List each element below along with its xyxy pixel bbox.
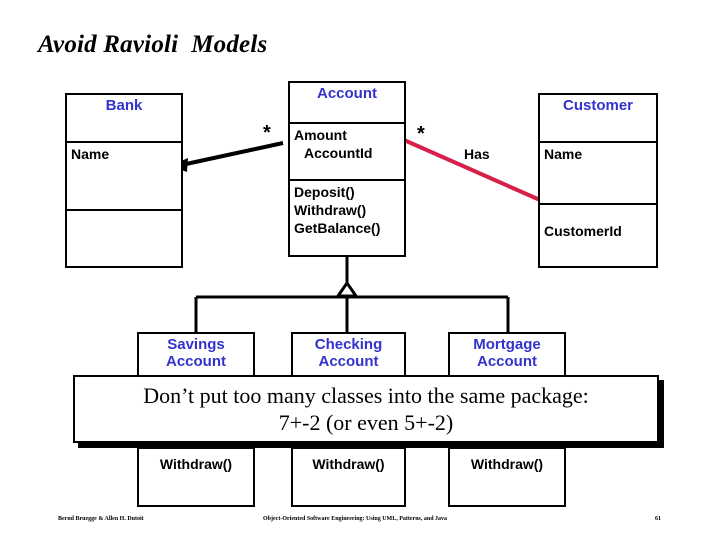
uml-class-bank-attributes: Name: [67, 143, 181, 211]
uml-attribute: Name: [71, 146, 110, 162]
uml-class-customer-operations: CustomerId: [540, 205, 656, 266]
uml-class-account-name: Account: [317, 85, 377, 102]
uml-class-mortgage-account-name-line2: Account: [477, 353, 537, 370]
uml-operation: GetBalance(): [294, 220, 381, 236]
callout-line-1: Don’t put too many classes into the same…: [143, 383, 589, 408]
uml-operation: Withdraw(): [159, 456, 233, 472]
uml-class-mortgage-account-operations: Withdraw(): [450, 449, 564, 505]
uml-class-checking-account-operations: Withdraw(): [293, 449, 404, 505]
uml-operation: CustomerId: [544, 223, 622, 239]
uml-class-savings-account-attributes: [139, 385, 253, 449]
uml-class-savings-account-name-line1: Savings: [167, 336, 225, 353]
uml-operation: Withdraw(): [470, 456, 544, 472]
association-label-has: Has: [464, 146, 490, 162]
footer-book-title: Object-Oriented Software Engineering: Us…: [263, 516, 448, 522]
uml-operation: Withdraw(): [312, 456, 385, 472]
callout-note: Don’t put too many classes into the same…: [73, 375, 659, 443]
uml-class-customer-name: Customer: [562, 97, 633, 114]
uml-class-mortgage-account-name-line1: Mortgage: [473, 336, 541, 353]
uml-class-bank-name-compartment: Bank: [67, 95, 181, 143]
uml-attribute: Name: [544, 146, 583, 162]
uml-class-account-attributes: Amount AccountId: [290, 124, 404, 181]
uml-class-savings-account-operations: Withdraw(): [139, 449, 253, 505]
generalization-triangle: [335, 280, 359, 298]
multiplicity-account-customer: *: [417, 123, 425, 145]
uml-class-customer[interactable]: Customer Name CustomerId: [538, 93, 658, 268]
callout-line-2: 7+-2 (or even 5+-2): [278, 410, 454, 435]
uml-class-account-operations: Deposit() Withdraw() GetBalance(): [290, 181, 404, 255]
uml-class-checking-account-name-line2: Account: [318, 353, 379, 370]
uml-class-mortgage-account-attributes: [450, 385, 564, 449]
footer-authors: Bernd Bruegge & Allen H. Dutoit: [58, 516, 144, 522]
uml-attribute: AccountId: [304, 145, 373, 161]
uml-class-customer-name-compartment: Customer: [540, 95, 656, 143]
uml-operation: Withdraw(): [294, 202, 367, 218]
uml-class-savings-account-name-line2: Account: [166, 353, 226, 370]
uml-class-bank[interactable]: Bank Name: [65, 93, 183, 268]
association-bank-account-line: [185, 141, 284, 166]
uml-attribute: Amount: [294, 127, 347, 143]
uml-class-checking-account-name-line1: Checking: [314, 336, 383, 353]
uml-operation: Deposit(): [294, 184, 355, 200]
multiplicity-bank-account: *: [263, 122, 271, 144]
uml-class-account[interactable]: Account Amount AccountId Deposit() Withd…: [288, 81, 406, 257]
page-title: Avoid Ravioli Models: [38, 31, 268, 58]
uml-class-bank-name: Bank: [105, 97, 143, 114]
uml-class-customer-attributes: Name: [540, 143, 656, 205]
uml-class-account-name-compartment: Account: [290, 83, 404, 124]
uml-class-bank-operations: [67, 211, 181, 266]
uml-class-checking-account-attributes: [293, 385, 404, 449]
footer-page-number: 61: [655, 516, 661, 522]
